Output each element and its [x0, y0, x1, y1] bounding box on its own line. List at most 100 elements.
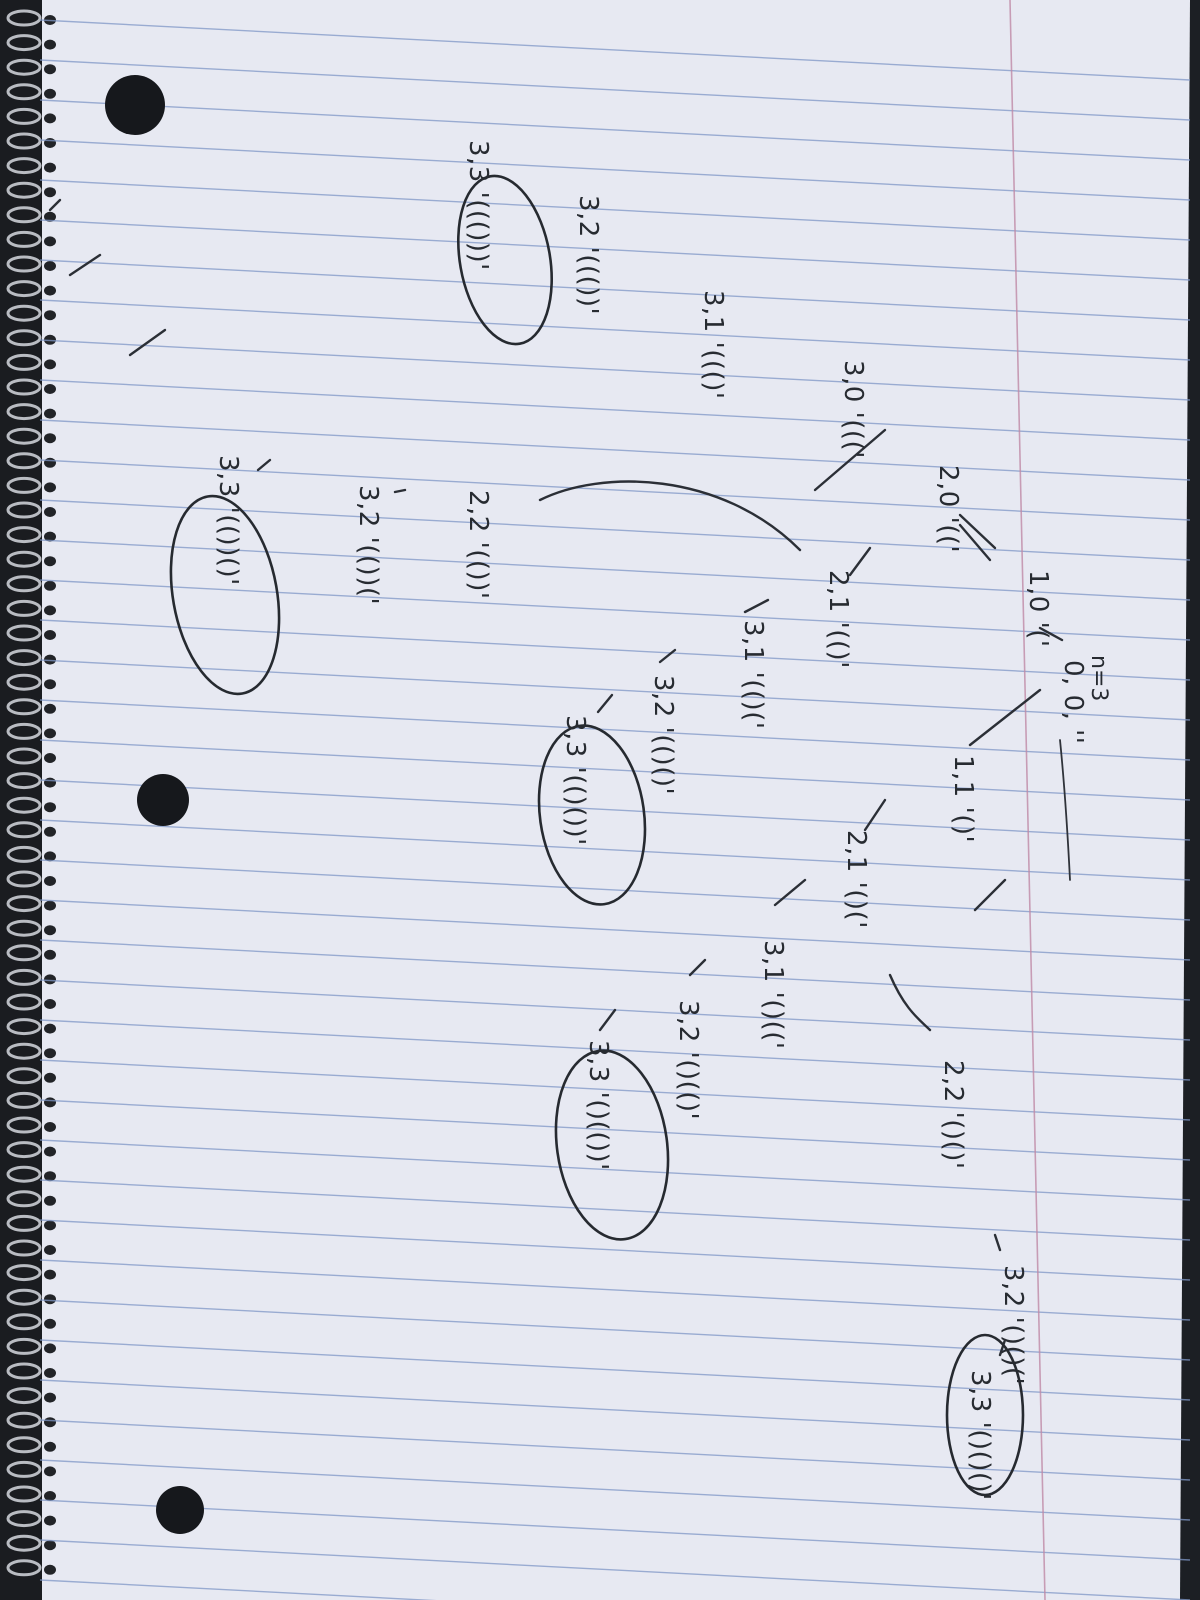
spiral-coil-loop: [6, 452, 42, 470]
spiral-coil-loop: [6, 722, 42, 740]
ruled-line: [39, 779, 1191, 841]
spiral-hole: [44, 64, 56, 75]
tree-node-2-1-right: 2,1 '()(': [841, 830, 871, 929]
spiral-coil-loop: [6, 255, 42, 273]
spiral-hole: [44, 1122, 56, 1132]
spiral-hole: [44, 1392, 56, 1403]
ruled-line: [39, 1579, 437, 1600]
ruled-line: [39, 179, 1191, 241]
answer-circle: [945, 1333, 1025, 1497]
spiral-hole: [44, 630, 56, 640]
ruled-line: [39, 1179, 1191, 1241]
ruled-line: [39, 659, 1191, 721]
spiral-hole: [44, 1097, 56, 1108]
spiral-coil-loop: [6, 845, 42, 863]
spiral-coil-loop: [6, 526, 42, 544]
spiral-coil-loop: [6, 501, 42, 519]
tree-node-3-1-b: 3,1 '(()(': [738, 620, 768, 729]
spiral-hole: [44, 580, 56, 591]
ruled-line: [39, 19, 1191, 81]
ruled-line: [39, 739, 1191, 801]
spiral-hole: [44, 113, 56, 124]
spiral-hole: [44, 1269, 56, 1280]
spiral-hole: [44, 876, 56, 886]
spiral-coil-loop: [6, 34, 42, 52]
spiral-coil-loop: [6, 1141, 42, 1159]
tree-node-3-2-e: 3,2 '()()(': [998, 1265, 1028, 1385]
tree-edge: [256, 458, 272, 472]
ruled-line: [39, 1339, 1191, 1401]
tree-node-2-1-left: 2,1 '(()': [823, 570, 853, 669]
spiral-coil-loop: [6, 181, 42, 199]
spiral-coil-loop: [6, 230, 42, 248]
tree-edge: [1038, 626, 1064, 642]
tree-node-3-2-a: 3,2 '((())': [573, 195, 603, 315]
ruled-line: [39, 1219, 1191, 1281]
spiral-coil-loop: [6, 1313, 42, 1331]
tree-node-3-3-e: 3,3 '()()()': [965, 1370, 995, 1501]
spiral-coil-loop: [6, 919, 42, 937]
spiral-hole: [44, 802, 56, 813]
ruled-line: [39, 619, 1191, 681]
spiral-hole: [44, 900, 56, 911]
spiral-hole: [44, 162, 56, 173]
spiral-hole: [44, 187, 56, 198]
spiral-hole: [44, 1048, 56, 1059]
tree-node-2-2-right: 2,2 '()()': [938, 1060, 968, 1169]
tree-edge: [658, 648, 677, 664]
spiral-hole: [44, 285, 56, 296]
spiral-hole: [44, 1491, 56, 1501]
tree-node-3-3-d: 3,3 '()(())': [583, 1040, 613, 1171]
ruled-line: [39, 899, 1191, 961]
spiral-hole: [44, 433, 56, 444]
punch-hole: [105, 75, 165, 135]
tree-edge: [538, 480, 802, 552]
spiral-hole: [44, 1368, 56, 1378]
tree-edge: [998, 1338, 1007, 1357]
spiral-coil-loop: [6, 304, 42, 322]
spiral-hole: [44, 654, 56, 665]
tree-edge: [973, 878, 1007, 912]
spiral-hole: [44, 999, 56, 1009]
tree-node-3-2-d: 3,2 '()(()': [673, 1000, 703, 1120]
spiral-coil-loop: [6, 132, 42, 150]
spiral-hole: [44, 1343, 56, 1354]
spiral-hole: [44, 457, 56, 468]
ruled-line: [39, 419, 1191, 481]
spiral-coil-loop: [6, 747, 42, 765]
ruled-line: [39, 819, 1191, 881]
spiral-hole: [44, 1220, 56, 1231]
spiral-coil-loop: [6, 1510, 42, 1528]
answer-circle: [456, 174, 554, 346]
ruled-line: [39, 939, 1191, 1001]
spiral-coil-loop: [6, 1018, 42, 1036]
tree-header: n=3: [1086, 655, 1111, 701]
spiral-coil-loop: [6, 1362, 42, 1380]
ruled-line: [39, 259, 1191, 321]
spiral-hole: [44, 482, 56, 493]
spiral-coil-loop: [6, 550, 42, 568]
tree-edge: [596, 693, 614, 714]
tree-node-1-0: 1,0 '(': [1023, 570, 1053, 648]
spiral-hole: [44, 777, 56, 788]
spiral-coil-loop: [6, 58, 42, 76]
spiral-hole: [44, 605, 56, 616]
tree-node-3-0: 3,0 '(((': [838, 360, 868, 459]
tree-node-2-0: 2,0 '((': [933, 465, 963, 553]
spiral-hole: [44, 1515, 56, 1526]
spiral-coil-loop: [6, 403, 42, 421]
spiral-coil-loop: [6, 427, 42, 445]
spiral-hole: [44, 1245, 56, 1255]
answer-circle: [169, 494, 281, 696]
ruled-line: [39, 1379, 1191, 1441]
ruled-lines: [39, 19, 1191, 1600]
ruled-line: [39, 1539, 1191, 1600]
ruled-line: [39, 499, 1191, 561]
tree-node-2-2-left: 2,2 '(())': [463, 490, 493, 599]
punch-hole: [137, 774, 189, 826]
spiral-coil-loop: [6, 1067, 42, 1085]
spiral-coil-loop: [6, 1337, 42, 1355]
spiral-coil-loop: [6, 1042, 42, 1060]
